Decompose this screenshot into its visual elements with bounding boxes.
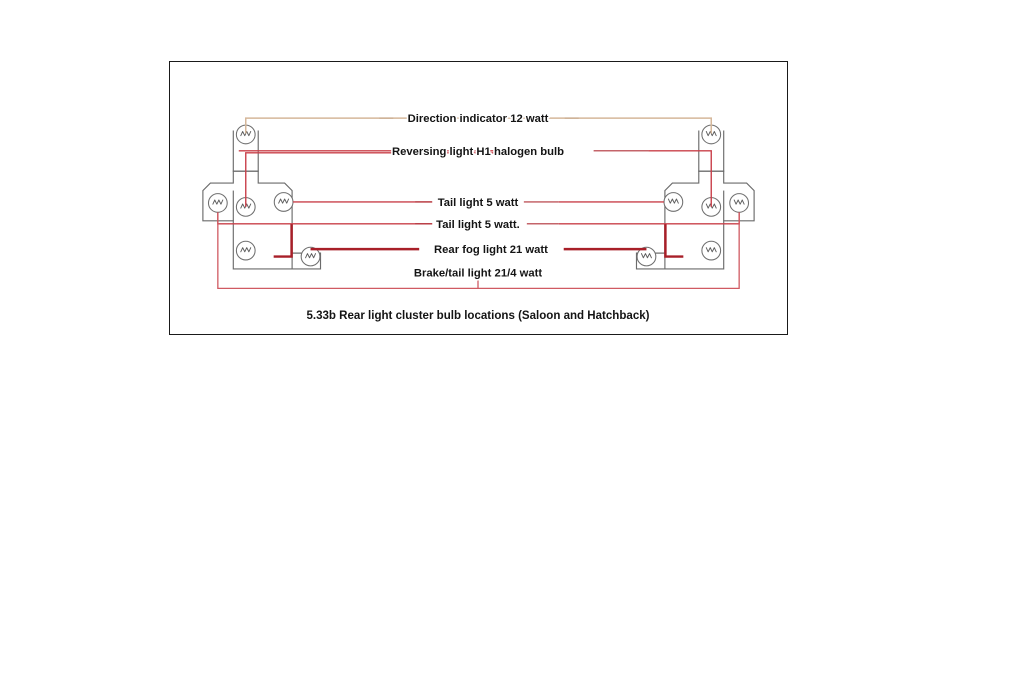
wire-direction-indicator	[245, 117, 712, 134]
figure-caption: 5.33b Rear light cluster bulb locations …	[306, 310, 649, 322]
left-light-cluster	[202, 124, 322, 270]
wire-reversing-right	[648, 150, 712, 207]
right-housing-body	[635, 170, 755, 270]
right-tail-bulb-upper	[663, 192, 684, 212]
label-rear-fog-light: Rear fog light 21 watt	[434, 244, 548, 256]
right-light-cluster	[635, 124, 755, 270]
left-side-marker-bulb	[207, 193, 228, 213]
wire-rear-fog-right	[664, 224, 684, 258]
label-direction-indicator: Direction indicator 12 watt	[408, 113, 549, 125]
left-housing-body	[202, 170, 322, 270]
wire-brake-tail-left	[217, 212, 479, 289]
right-brake-tail-bulb	[701, 240, 722, 261]
wire-reversing-left	[245, 152, 530, 207]
label-tail-light-lower: Tail light 5 watt.	[436, 219, 520, 231]
left-brake-tail-bulb	[235, 240, 256, 261]
figure-frame: Direction indicator 12 watt Reversing li…	[169, 61, 788, 335]
label-brake-tail-light: Brake/tail light 21/4 watt	[414, 267, 543, 279]
wire-brake-tail-right	[478, 212, 740, 289]
label-reversing-light: Reversing light H1 halogen bulb	[392, 146, 564, 158]
left-tail-bulb-upper	[273, 192, 294, 212]
wire-rear-fog-left	[273, 224, 293, 258]
wiring-diagram: Direction indicator 12 watt Reversing li…	[202, 111, 755, 322]
label-tail-light-upper: Tail light 5 watt	[438, 197, 519, 209]
right-side-marker-bulb	[729, 193, 750, 213]
